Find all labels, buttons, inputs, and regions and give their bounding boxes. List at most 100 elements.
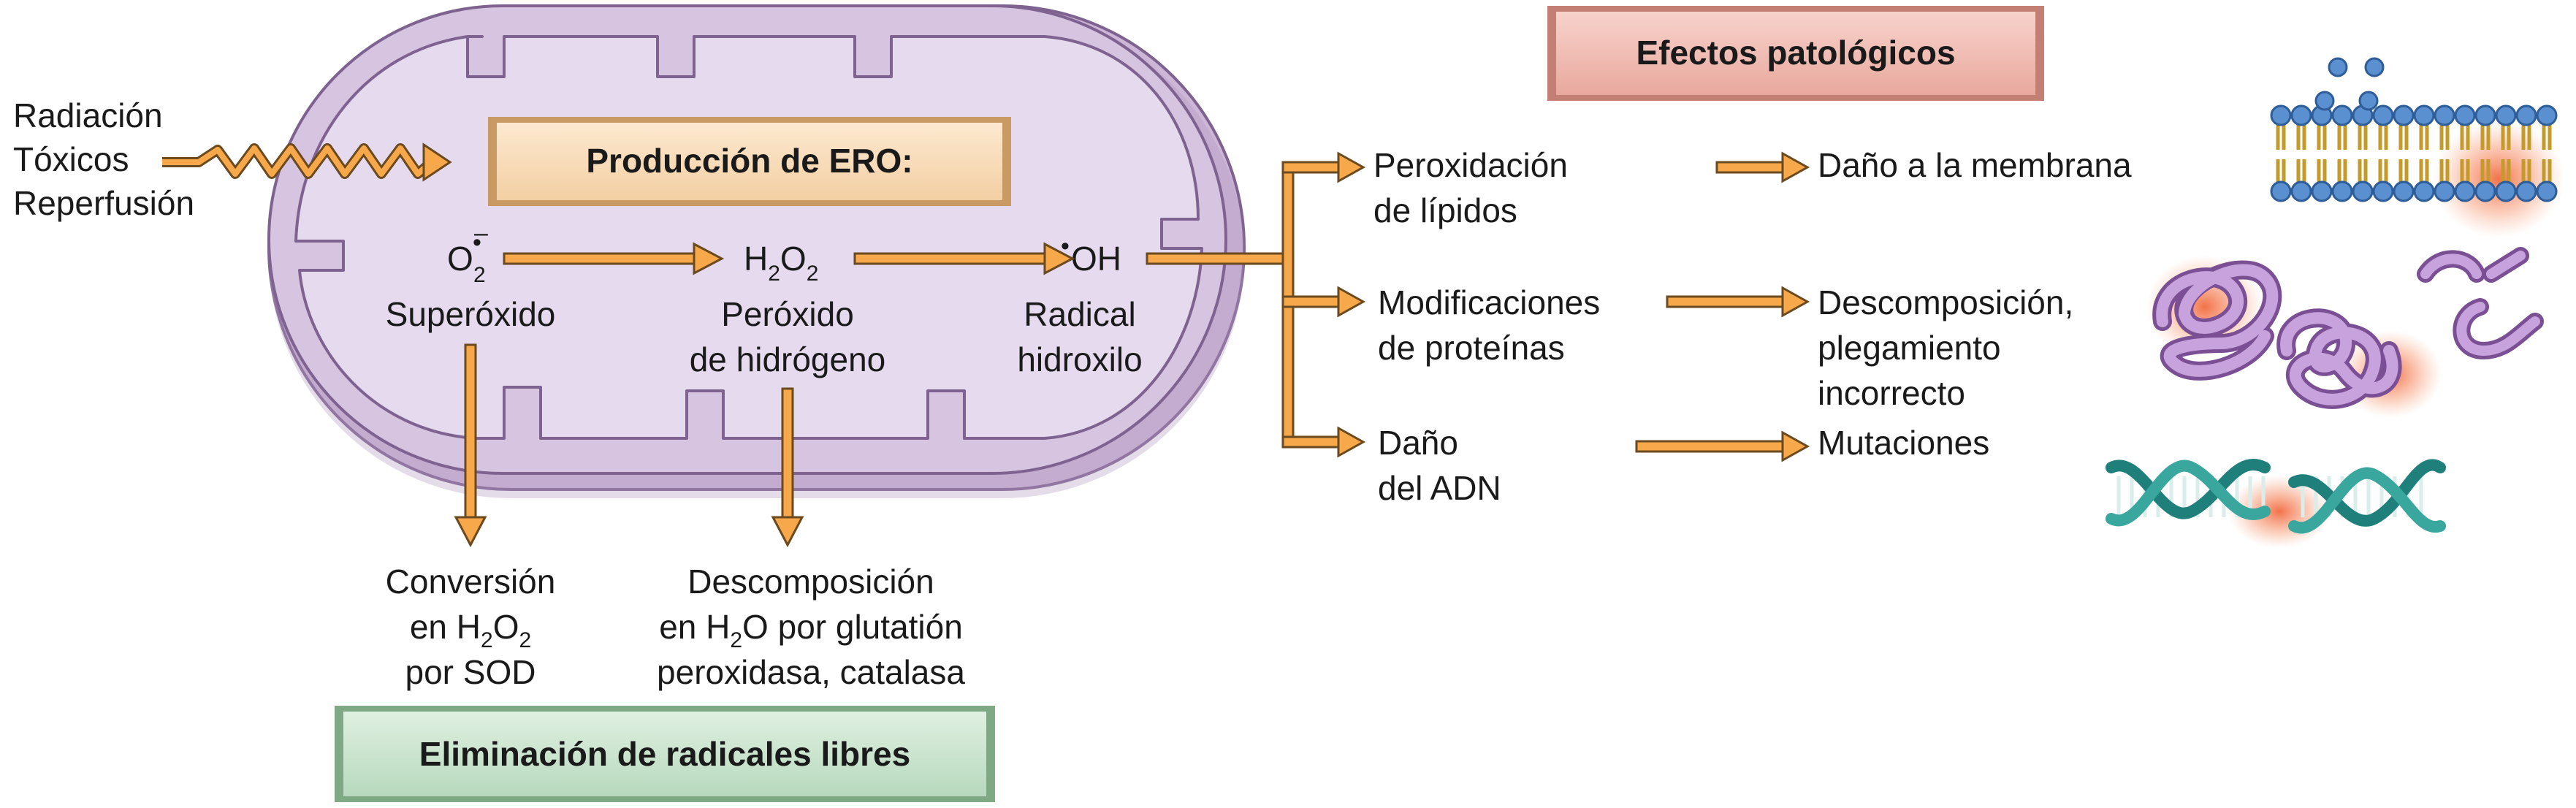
lipid-line2: de lípidos [1373, 191, 1517, 229]
hydroxyl-radical: • OH Radical hidroxilo [1017, 232, 1142, 378]
arrow-dna-result [1635, 430, 1810, 462]
lipid-tail [2501, 159, 2511, 183]
lipid-tail [2378, 159, 2388, 183]
lipid-head [2364, 57, 2385, 77]
hydroxyl-name-line1: Radical [1024, 295, 1135, 333]
removal-decomposition: Descomposición en H2O por glutatión pero… [657, 563, 965, 691]
hydroxyl-formula: OH [1071, 240, 1121, 278]
protein-result-line3: incorrecto [1818, 374, 1965, 412]
lipid-tail [2521, 124, 2531, 150]
dna-line1: Daño [1378, 424, 1458, 462]
protein-line1: Modificaciones [1378, 283, 1600, 321]
lipid-tail [2317, 124, 2327, 150]
lipid-tail [2296, 124, 2306, 150]
decomposition-line1: Descomposición [687, 563, 934, 601]
protein-illustration [2146, 247, 2544, 418]
lipid-head [2328, 57, 2348, 77]
lipid-tail [2521, 159, 2531, 183]
lipid-tail [2358, 159, 2368, 183]
effects-title: Efectos patológicos [1636, 34, 1955, 72]
lipid-head [2536, 180, 2558, 202]
protein-result-line2: plegamiento [1818, 329, 2001, 367]
lipid-head [2515, 180, 2537, 202]
lipid-head [2495, 104, 2517, 126]
lipid-head [2270, 104, 2292, 126]
lipid-head [2290, 104, 2312, 126]
peroxide-name-line1: Peróxido [721, 295, 854, 333]
lipid-tail [2501, 124, 2511, 150]
lipid-tail [2337, 159, 2347, 183]
lipid-head [2331, 104, 2353, 126]
arrow-superoxide-to-peroxide [503, 242, 725, 275]
lipid-tail [2358, 124, 2368, 150]
lipid-head [2393, 104, 2415, 126]
decomposition-line3: peroxidasa, catalasa [657, 653, 965, 691]
protein-line2: de proteínas [1378, 329, 1565, 367]
lipid-head [2454, 180, 2476, 202]
arrow-superoxide-down [454, 343, 487, 548]
lipid-tail [2419, 124, 2429, 150]
protein-result-line1: Descomposición, [1818, 283, 2073, 321]
dna-result: Mutaciones [1818, 424, 1989, 462]
lipid-tail [2296, 159, 2306, 183]
superoxide-charge: – [474, 219, 488, 247]
lipid-tail [2398, 124, 2409, 150]
lipid-head [2474, 180, 2496, 202]
removal-title: Eliminación de radicales libres [419, 735, 910, 773]
lipid-tail [2439, 159, 2450, 183]
lipid-head [2393, 180, 2415, 202]
arrow-peroxide-down [771, 387, 804, 548]
lipid-result: Daño a la membrana [1818, 146, 2132, 184]
conversion-line2: en H2O2 [410, 608, 531, 652]
lipid-head [2372, 180, 2394, 202]
lipid-head [2495, 180, 2517, 202]
input-reperfusion: Reperfusión [13, 184, 194, 222]
dna-illustration [2106, 459, 2446, 548]
effects-box: Efectos patológicos [1547, 6, 2044, 101]
removal-conversion: Conversión en H2O2 por SOD [386, 563, 556, 691]
lipid-head [2331, 180, 2353, 202]
superoxide-subscript: 2 [473, 263, 486, 287]
dna-line2: del ADN [1378, 469, 1501, 507]
arrow-protein-result [1666, 286, 1810, 318]
effects-branch-arrows [1146, 151, 1366, 458]
superoxide-radical-dot: • [473, 229, 481, 256]
lipid-head [2536, 104, 2558, 126]
lipid-tail [2337, 124, 2347, 150]
lipid-tail [2378, 124, 2388, 150]
lipid-head [2434, 104, 2455, 126]
lipid-head [2358, 91, 2379, 111]
lipid-tail [2460, 159, 2470, 183]
lipid-head [2314, 91, 2335, 111]
lipid-tail [2460, 124, 2470, 150]
removal-box: Eliminación de radicales libres [335, 706, 995, 802]
decomposition-line2: en H2O por glutatión [659, 608, 963, 652]
input-zigzag-arrow [162, 142, 452, 182]
production-title: Producción de ERO: [586, 142, 912, 180]
hydroxyl-name-line2: hidroxilo [1017, 340, 1142, 378]
lipid-head [2474, 104, 2496, 126]
lipid-tail [2439, 124, 2450, 150]
membrane-illustration [2270, 57, 2564, 237]
peroxide-name-line2: de hidrógeno [690, 340, 886, 378]
lipid-head [2454, 104, 2476, 126]
lipid-line1: Peroxidación [1373, 146, 1568, 184]
input-toxics: Tóxicos [13, 140, 129, 178]
production-box: Producción de ERO: [488, 117, 1011, 206]
superoxide-name: Superóxido [386, 295, 556, 333]
lipid-head [2372, 104, 2394, 126]
lipid-head [2434, 180, 2455, 202]
lipid-head [2413, 180, 2435, 202]
lipid-head [2270, 180, 2292, 202]
lipid-tail [2480, 159, 2491, 183]
lipid-tail [2398, 159, 2409, 183]
superoxide-formula: O [447, 240, 473, 278]
lipid-tail [2419, 159, 2429, 183]
conversion-line1: Conversión [386, 563, 556, 601]
lipid-tail [2542, 159, 2552, 183]
conversion-line3: por SOD [405, 653, 536, 691]
lipid-tail [2276, 159, 2286, 183]
lipid-tail [2276, 124, 2286, 150]
hydroxyl-dot: • [1061, 232, 1070, 260]
